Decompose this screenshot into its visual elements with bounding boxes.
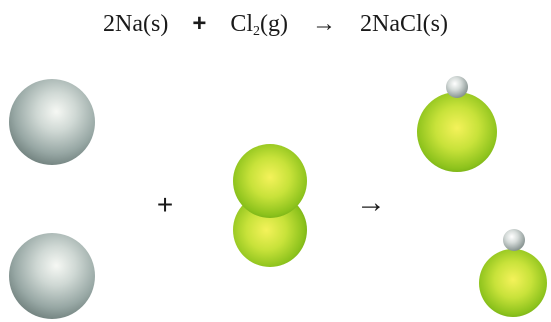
diagram-arrow: → bbox=[356, 186, 386, 219]
sodium-ion bbox=[503, 229, 525, 251]
sodium-atom bbox=[9, 79, 95, 165]
product-label: 2NaCl(s) bbox=[360, 11, 448, 37]
reactant-chlorine-label: Cl2(g) bbox=[230, 11, 288, 39]
chlorine-atom bbox=[417, 92, 497, 172]
sodium-ion bbox=[446, 76, 468, 98]
reactant-sodium-label: 2Na(s) bbox=[103, 11, 169, 37]
chemical-equation: 2Na(s) + Cl2(g) → 2NaCl(s) bbox=[0, 10, 551, 39]
equation-arrow: → bbox=[312, 11, 336, 37]
diagram-plus-sign: + bbox=[157, 189, 173, 220]
chlorine-atom bbox=[479, 249, 547, 317]
chlorine-molecule bbox=[233, 144, 307, 267]
chlorine-state: (g) bbox=[260, 11, 288, 37]
chlorine-symbol: Cl bbox=[230, 11, 254, 37]
sodium-chloride-unit bbox=[479, 229, 547, 317]
chlorine-atom bbox=[233, 144, 307, 218]
sodium-chloride-unit bbox=[417, 76, 497, 172]
sodium-atom bbox=[9, 233, 95, 319]
equation-plus-sign: + bbox=[192, 10, 207, 37]
chlorine-subscript: 2 bbox=[253, 24, 261, 39]
